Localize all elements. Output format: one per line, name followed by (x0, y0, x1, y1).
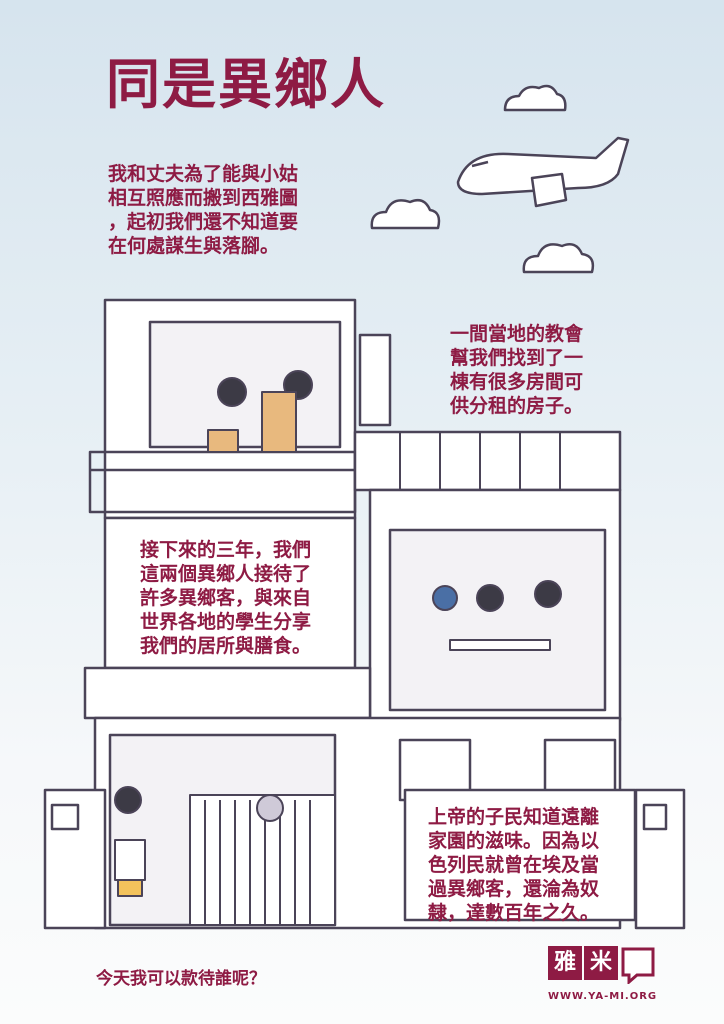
gods-people-text: 上帝的子民知道遠離 家園的滋味。因為以 色列民就曾在埃及當 過異鄉客，還淪為奴 … (428, 806, 600, 924)
website-url[interactable]: WWW.YA-MI.ORG (548, 991, 658, 1002)
page-title: 同是異鄉人 (106, 53, 386, 116)
three-years-text: 接下來的三年，我們 這兩個異鄉人接待了 許多異鄉客，與來自 世界各地的學生分享 … (140, 539, 312, 657)
intro-text: 我和丈夫為了能與小姑 相互照應而搬到西雅圖 ，起初我們還不知道要 在何處謀生與落… (108, 163, 299, 257)
logo-char-1: 雅 (548, 946, 582, 980)
airplane-icon (456, 136, 630, 208)
yami-logo[interactable]: 雅米 WWW.YA-MI.ORG (548, 946, 657, 1002)
cloud-icon (370, 84, 595, 274)
reflection-question: 今天我可以款待誰呢？ (96, 969, 266, 989)
logo-char-2: 米 (584, 946, 618, 980)
speech-bubble-icon (620, 946, 656, 988)
church-text: 一間當地的教會 幫我們找到了一 棟有很多房間可 供分租的房子。 (450, 323, 584, 417)
